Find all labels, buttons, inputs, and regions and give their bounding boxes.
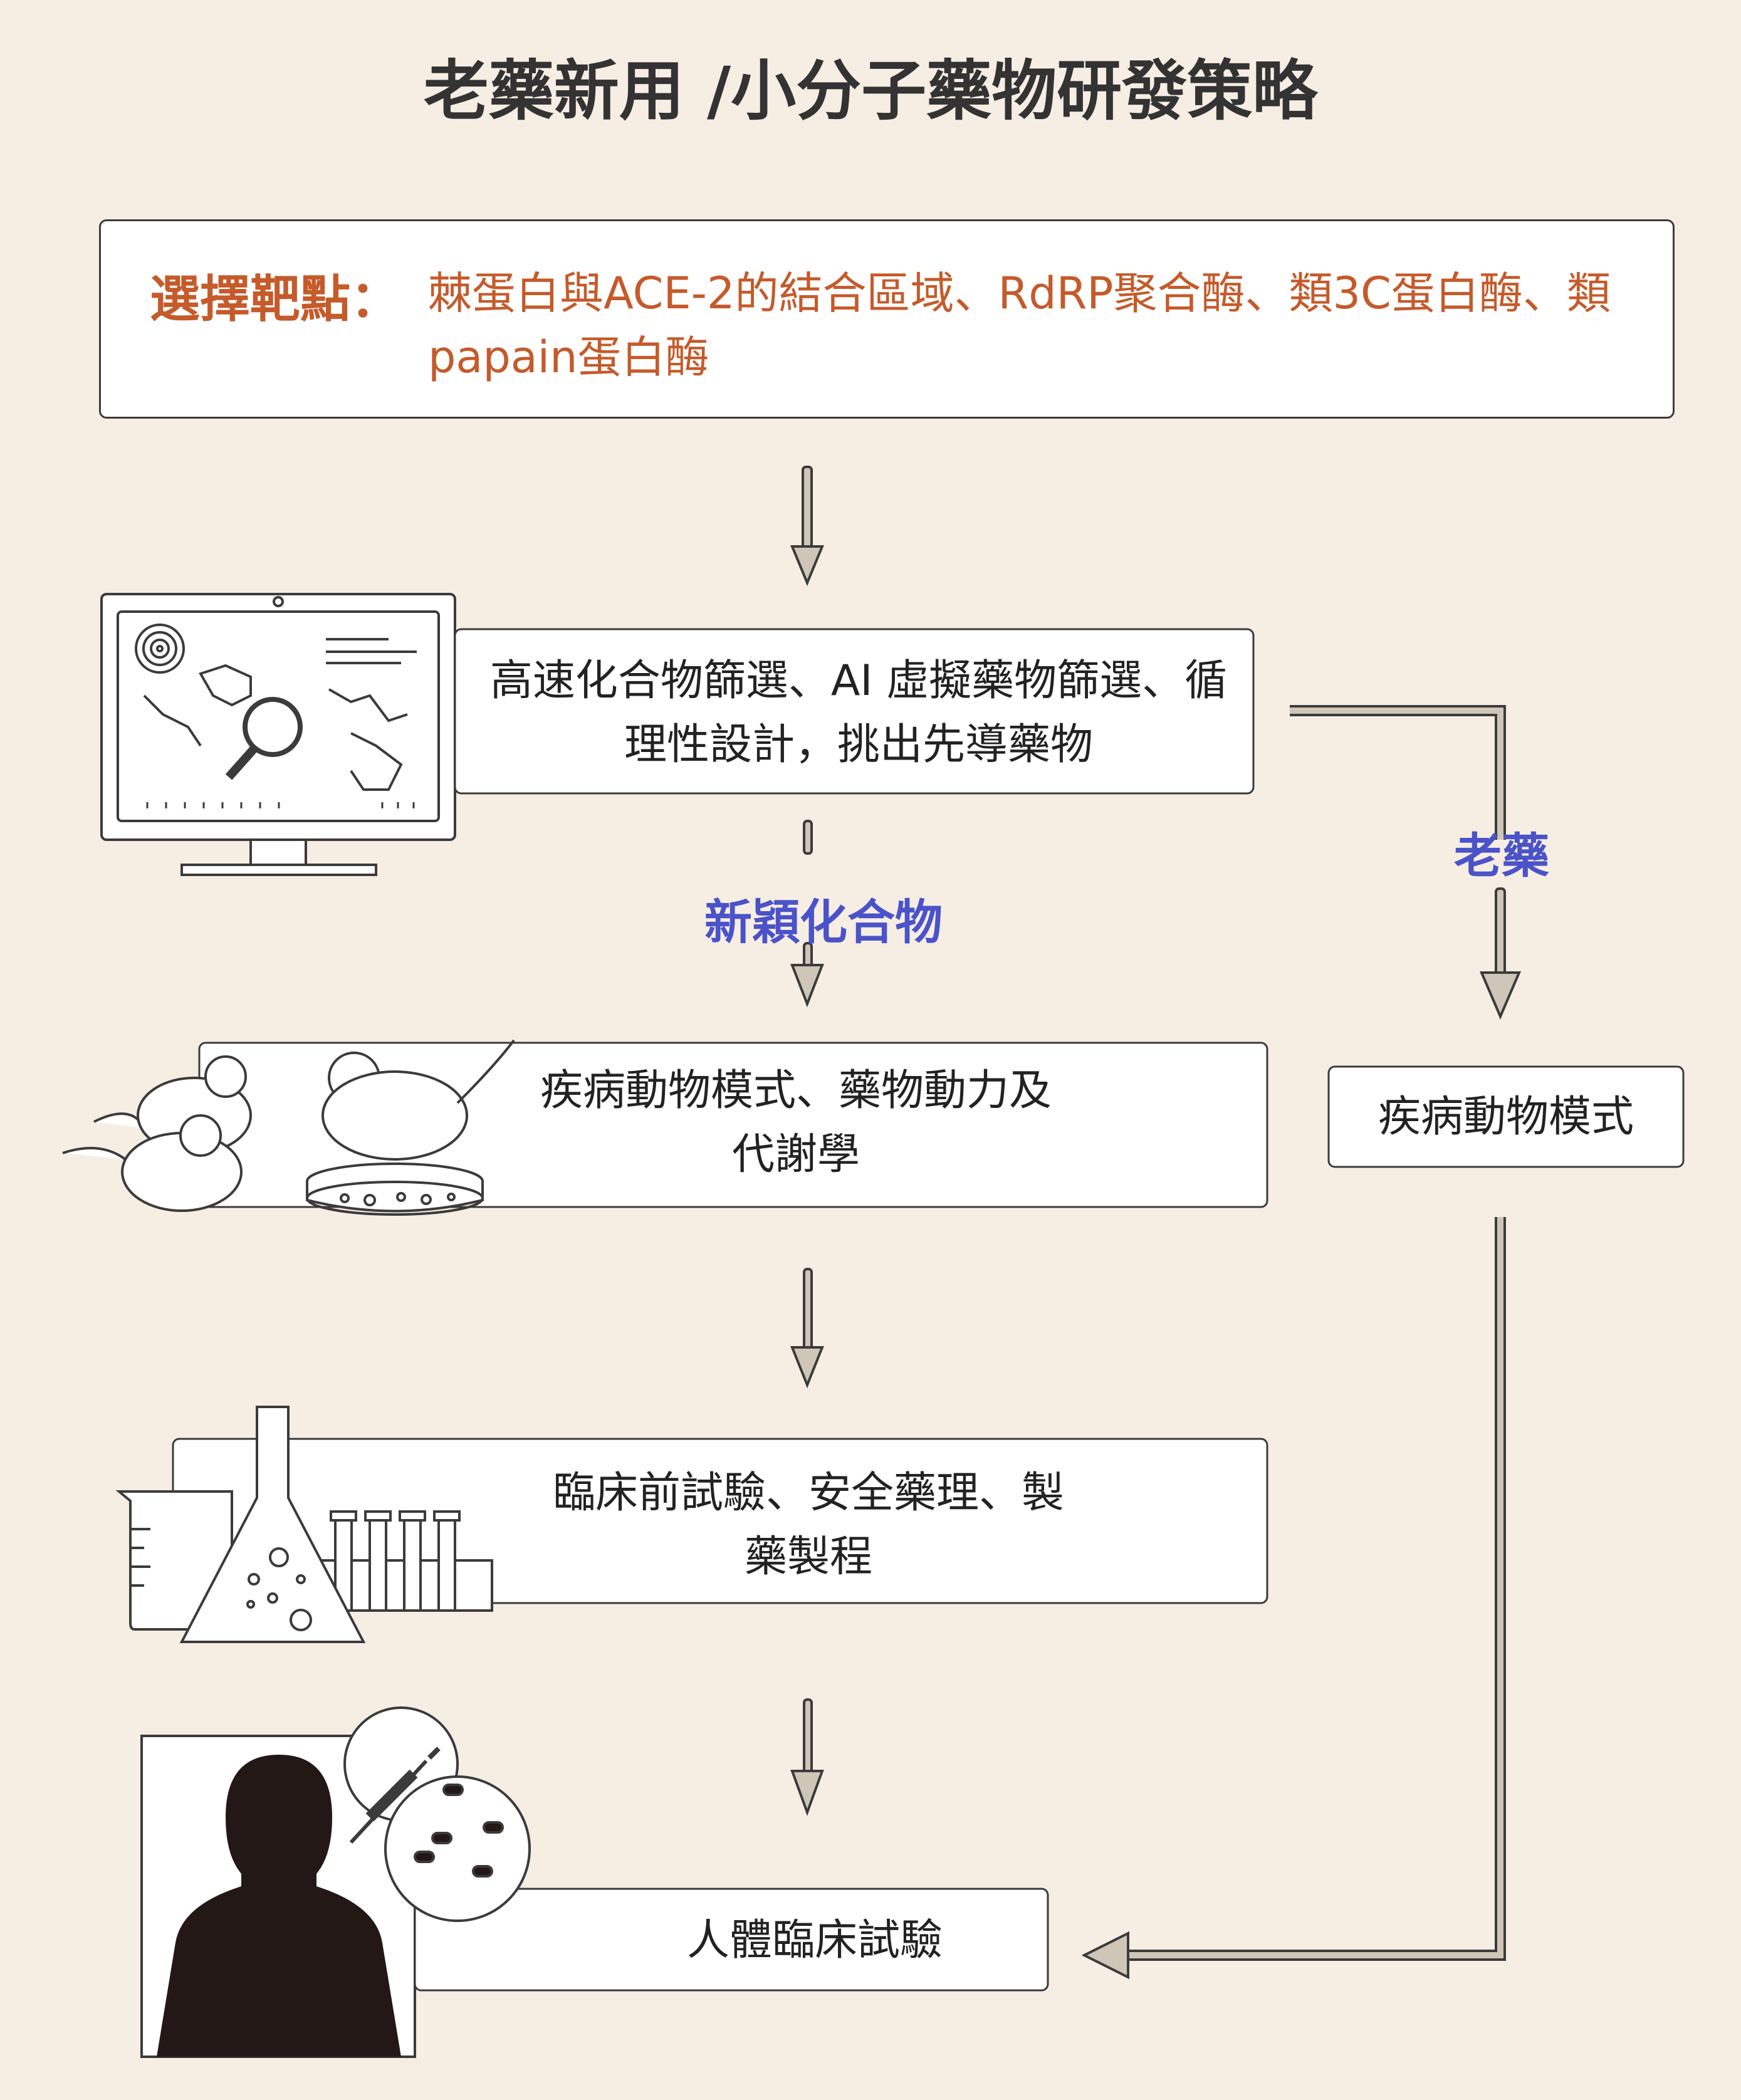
mice-petri-dish-icon xyxy=(62,1039,515,1216)
arrow-down-3 xyxy=(790,1268,824,1389)
clinical-trial-box xyxy=(414,1888,1049,1992)
target-selection-box: 選擇靶點： 棘蛋白與ACE-2的結合區域、RdRP聚合酶、類3C蛋白酶、類pap… xyxy=(99,219,1675,419)
arrow-down-4 xyxy=(790,1698,824,1816)
screening-text: 高速化合物篩選、AI 虛擬藥物篩選、循理性設計，挑出先導藥物 xyxy=(489,656,1228,770)
arrow-down-2 xyxy=(790,820,824,1008)
animal-model-right-box xyxy=(1327,1065,1685,1168)
animal-model-text: 疾病動物模式、藥物動力及代謝學 xyxy=(540,1066,1052,1179)
preclinical-text: 臨床前試驗、安全藥理、製藥製程 xyxy=(552,1468,1064,1582)
animal-model-right-text: 疾病動物模式 xyxy=(1378,1092,1634,1142)
old-drug-path-top xyxy=(1290,705,1506,840)
clinical-trial-text: 人體臨床試驗 xyxy=(686,1916,943,1965)
screening-box xyxy=(454,628,1255,795)
computer-monitor-icon xyxy=(100,593,456,876)
old-drug-path-bottom xyxy=(1081,1217,1506,1980)
lab-glassware-icon xyxy=(115,1406,493,1643)
arrow-down-1 xyxy=(790,466,824,587)
old-drug-label: 老藥 xyxy=(1454,828,1549,884)
target-label: 選擇靶點： xyxy=(150,270,400,328)
target-text: 棘蛋白與ACE-2的結合區域、RdRP聚合酶、類3C蛋白酶、類papain蛋白酶 xyxy=(428,268,1611,383)
new-compound-label: 新穎化合物 xyxy=(704,894,943,950)
syringe-pills-icon xyxy=(343,1706,531,1922)
page-title: 老藥新用 /小分子藥物研發策略 xyxy=(423,53,1318,129)
old-drug-arrow xyxy=(1479,887,1522,1020)
